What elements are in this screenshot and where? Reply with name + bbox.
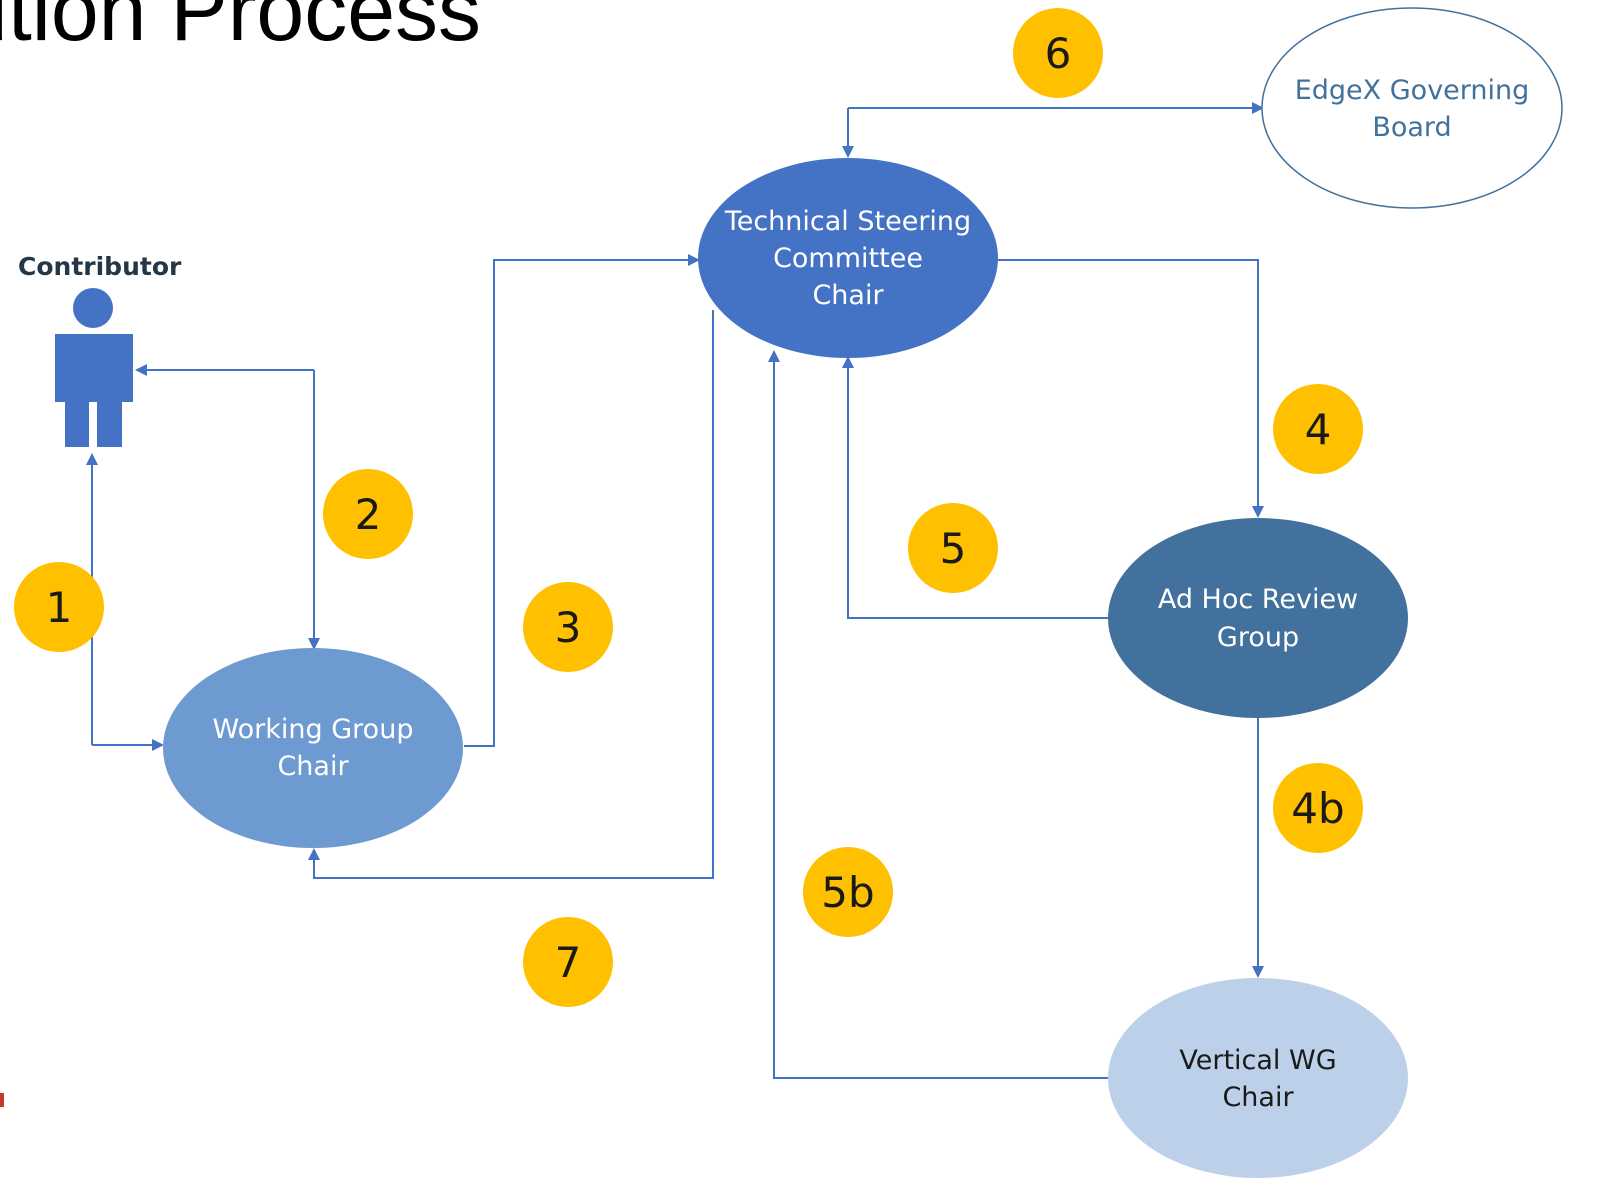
governing-line-2: Board [1372, 112, 1451, 143]
step-badge-2: 2 [323, 469, 413, 559]
step-4-label: 4 [1305, 405, 1332, 454]
step-badge-6: 6 [1013, 8, 1103, 98]
step-2-label: 2 [355, 490, 382, 539]
adhoc-line-2: Group [1217, 622, 1299, 653]
connector-7 [308, 310, 714, 879]
connector-3 [464, 254, 700, 747]
node-vertical-wg: Vertical WG Chair [1108, 978, 1408, 1178]
step-badge-4: 4 [1273, 384, 1363, 474]
vertical-line-1: Vertical WG [1179, 1045, 1336, 1076]
step-3-label: 3 [555, 603, 582, 652]
step-badge-3: 3 [523, 582, 613, 672]
page-title: ution Process [0, 0, 482, 59]
contributor-label: Contributor [18, 252, 182, 281]
connector-5 [842, 356, 1110, 619]
edge-marker [0, 1093, 4, 1107]
step-1-label: 1 [46, 583, 73, 632]
step-5b-label: 5b [821, 868, 874, 917]
step-badge-5: 5 [908, 503, 998, 593]
wg-line-2: Chair [277, 751, 349, 782]
vertical-line-2: Chair [1222, 1082, 1294, 1113]
step-6-label: 6 [1045, 29, 1072, 78]
node-tsc: Technical Steering Committee Chair [698, 158, 998, 358]
wg-line-1: Working Group [213, 714, 414, 745]
step-badge-1: 1 [14, 562, 104, 652]
step-7-label: 7 [555, 938, 582, 987]
step-5-label: 5 [940, 524, 967, 573]
tsc-line-2: Committee [773, 243, 923, 274]
governing-line-1: EdgeX Governing [1295, 75, 1530, 106]
connector-4 [998, 259, 1264, 518]
tsc-line-1: Technical Steering [724, 206, 971, 237]
tsc-line-3: Chair [812, 280, 884, 311]
connector-5b [768, 350, 1110, 1079]
node-governing-board: EdgeX Governing Board [1261, 7, 1563, 209]
node-working-group: Working Group Chair [163, 648, 463, 848]
step-badge-5b: 5b [803, 847, 893, 937]
step-badge-4b: 4b [1273, 763, 1363, 853]
step-badge-7: 7 [523, 917, 613, 1007]
adhoc-line-1: Ad Hoc Review [1158, 584, 1358, 615]
node-ad-hoc: Ad Hoc Review Group [1108, 518, 1408, 718]
person-icon [55, 288, 133, 447]
step-4b-label: 4b [1291, 784, 1344, 833]
